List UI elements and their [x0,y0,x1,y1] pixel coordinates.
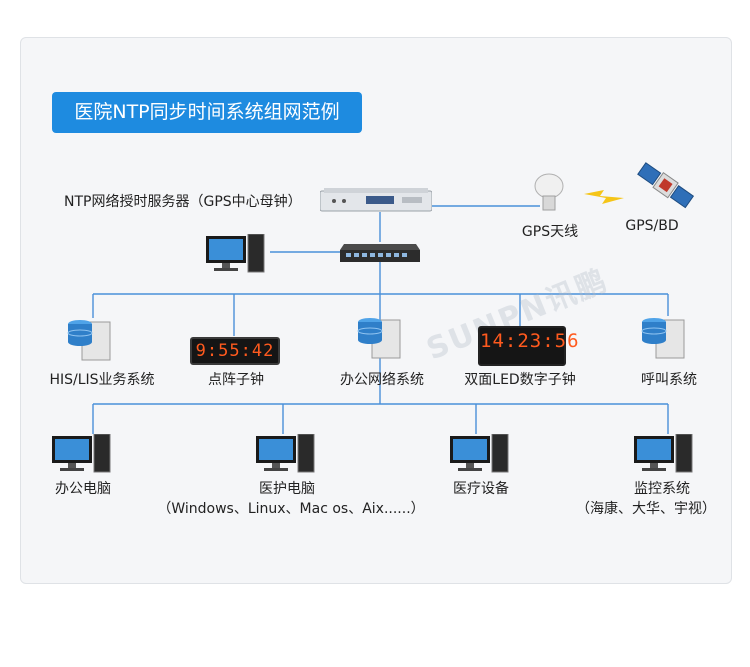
office-network-label: 办公网络系统 [340,372,424,388]
medical-equipment-icon [450,433,510,478]
surveillance-label: 监控系统 [634,481,690,497]
led-clock-display: 14:23:56 [480,330,580,352]
call-system-server-icon [640,314,688,364]
led-clock-label: 双面LED数字子钟 [464,372,576,388]
office-network-server-icon [356,314,404,364]
surveillance-brands: （海康、大华、宇视） [576,501,716,517]
database-server-icon [66,316,114,366]
his-lis-label: HIS/LIS业务系统 [49,372,155,388]
medical-staff-computer-os: （Windows、Linux、Mac os、Aix......） [157,501,425,517]
signal-icon [584,186,624,212]
desktop-computer-icon [206,233,266,278]
satellite-icon [634,160,696,216]
surveillance-computer-icon [634,433,694,478]
network-switch-icon [340,242,420,268]
medical-staff-computer-label: 医护电脑 [259,481,315,497]
medical-equipment-label: 医疗设备 [453,481,509,497]
call-system-label: 呼叫系统 [641,372,697,388]
dot-matrix-clock-display: 9:55:42 [195,341,275,361]
ntp-server-icon [319,188,433,218]
office-computer-icon [52,433,112,478]
dot-matrix-clock-label: 点阵子钟 [208,372,264,388]
gps-antenna-label: GPS天线 [521,224,579,240]
office-computer-label: 办公电脑 [55,481,111,497]
medical-staff-computer-icon [256,433,316,478]
gps-antenna-icon [532,172,566,216]
dot-matrix-clock: 9:55:42 [190,337,280,365]
led-digital-clock: 14:23:56 [478,326,580,366]
satellite-label: GPS/BD [625,218,679,234]
server-label: NTP网络授时服务器（GPS中心母钟） [64,194,302,210]
diagram-title: 医院NTP同步时间系统组网范例 [52,92,362,133]
